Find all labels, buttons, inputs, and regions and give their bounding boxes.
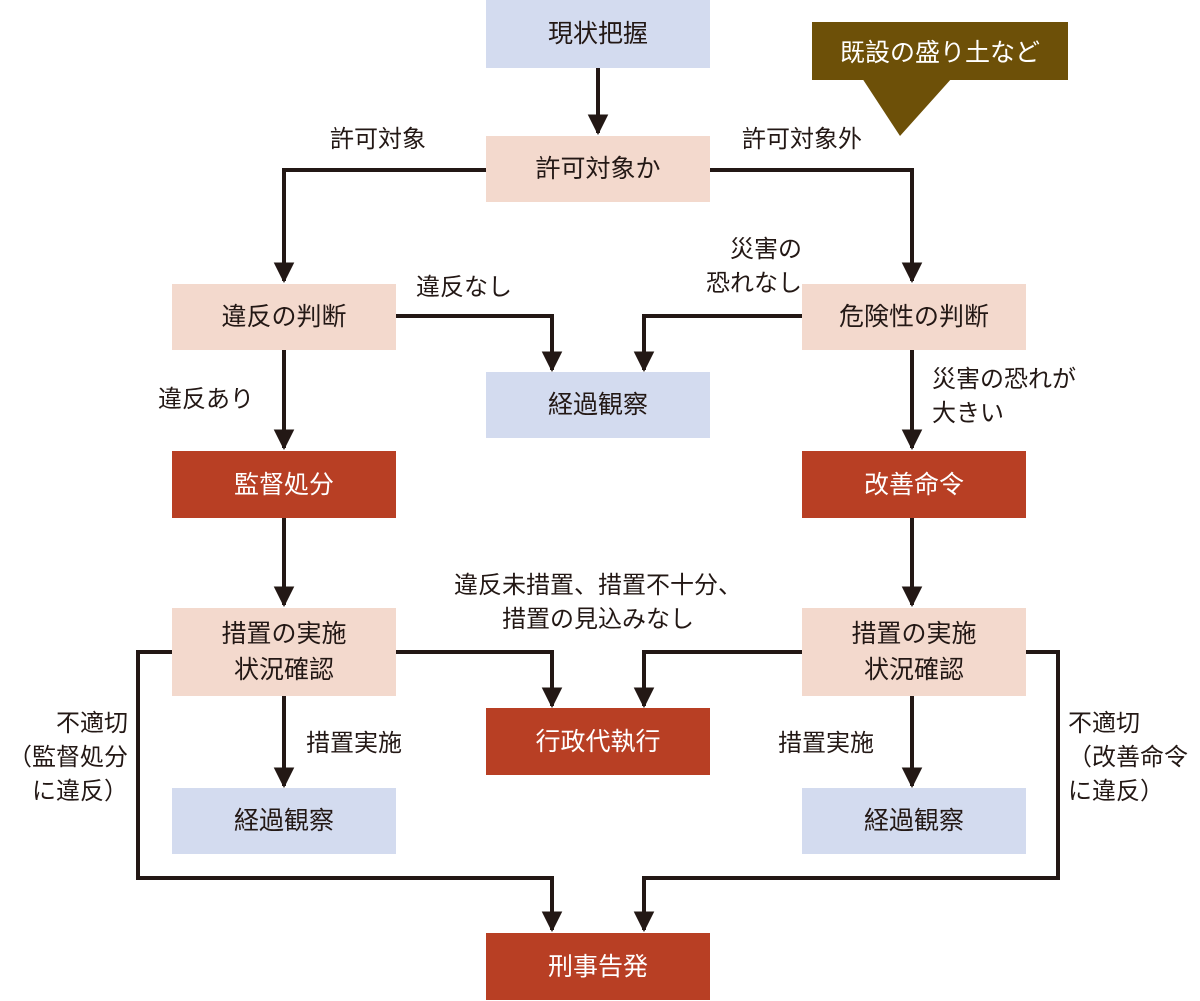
label-permit-target: 許可対象 bbox=[330, 125, 426, 153]
arrow-measures-left-to-execution bbox=[396, 650, 563, 709]
node-supervisory-action-label: 監督処分 bbox=[233, 469, 334, 499]
node-criminal-complaint-label: 刑事告発 bbox=[547, 951, 648, 981]
node-measures-left-line2: 状況確認 bbox=[233, 655, 334, 684]
label-high-danger-line1: 災害の恐れが bbox=[932, 365, 1076, 393]
arrow-inadequate-right bbox=[633, 650, 1060, 933]
label-inadequate-left-line2: （監督処分 bbox=[8, 743, 128, 771]
node-observe-right-label: 経過観察 bbox=[863, 806, 964, 835]
label-violation-found: 違反あり bbox=[158, 385, 254, 413]
node-criminal-complaint: 刑事告発 bbox=[486, 933, 710, 1000]
callout-existing-embankment: 既設の盛り土など bbox=[812, 22, 1068, 80]
label-not-permit-target: 許可対象外 bbox=[742, 125, 862, 153]
callout-pointer bbox=[862, 78, 952, 136]
node-improvement-order: 改善命令 bbox=[802, 451, 1026, 518]
node-danger-judgment: 危険性の判断 bbox=[802, 284, 1026, 350]
node-observe-center-label: 経過観察 bbox=[547, 390, 648, 419]
label-unaddressed: 違反未措置、措置不十分、 措置の見込みなし bbox=[398, 568, 798, 636]
arrow-permit-to-violation bbox=[273, 168, 486, 284]
node-measures-right: 措置の実施 状況確認 bbox=[802, 608, 1026, 696]
node-observe-left: 経過観察 bbox=[172, 788, 396, 854]
label-unaddressed-line1: 違反未措置、措置不十分、 bbox=[454, 571, 742, 599]
label-high-danger: 災害の恐れが 大きい bbox=[932, 362, 1076, 430]
label-inadequate-right: 不適切 （改善命令 に違反） bbox=[1068, 706, 1200, 808]
label-inadequate-left-line1: 不適切 bbox=[56, 709, 128, 737]
node-violation-judgment-label: 違反の判断 bbox=[221, 302, 347, 331]
node-status: 現状把握 bbox=[486, 0, 710, 68]
label-measures-done-right: 措置実施 bbox=[778, 729, 874, 757]
label-inadequate-right-line1: 不適切 bbox=[1068, 709, 1140, 737]
node-measures-left-line1: 措置の実施 bbox=[221, 619, 347, 648]
node-permit-check-label: 許可対象か bbox=[535, 154, 661, 183]
label-no-danger: 災害の 恐れなし bbox=[682, 232, 802, 300]
arrow-measures-right-to-execution bbox=[633, 650, 802, 709]
label-no-danger-line2: 恐れなし bbox=[706, 269, 802, 297]
node-measures-right-line2: 状況確認 bbox=[863, 655, 964, 684]
node-admin-execution-label: 行政代執行 bbox=[535, 726, 661, 756]
node-measures-right-line1: 措置の実施 bbox=[851, 619, 977, 648]
arrow-inadequate-left bbox=[136, 650, 563, 933]
label-inadequate-left-line3: に違反） bbox=[32, 777, 128, 805]
node-improvement-order-label: 改善命令 bbox=[863, 469, 964, 499]
arrow-danger-to-observe bbox=[633, 314, 802, 373]
label-inadequate-right-line3: に違反） bbox=[1068, 777, 1164, 805]
node-admin-execution: 行政代執行 bbox=[486, 708, 710, 775]
node-observe-center: 経過観察 bbox=[486, 372, 710, 438]
label-measures-done-left: 措置実施 bbox=[306, 729, 402, 757]
node-status-label: 現状把握 bbox=[547, 19, 648, 48]
arrow-permit-to-danger bbox=[710, 168, 923, 284]
label-high-danger-line2: 大きい bbox=[932, 399, 1004, 427]
label-no-danger-line1: 災害の bbox=[730, 235, 802, 263]
node-permit-check: 許可対象か bbox=[486, 136, 710, 202]
label-no-violation: 違反なし bbox=[416, 273, 512, 301]
node-observe-right: 経過観察 bbox=[802, 788, 1026, 854]
node-supervisory-action: 監督処分 bbox=[172, 451, 396, 518]
node-danger-judgment-label: 危険性の判断 bbox=[838, 302, 989, 331]
node-observe-left-label: 経過観察 bbox=[233, 806, 334, 835]
label-inadequate-right-line2: （改善命令 bbox=[1068, 743, 1188, 771]
node-violation-judgment: 違反の判断 bbox=[172, 284, 396, 350]
label-unaddressed-line2: 措置の見込みなし bbox=[502, 605, 694, 633]
node-measures-left: 措置の実施 状況確認 bbox=[172, 608, 396, 696]
arrow-violation-to-observe bbox=[396, 314, 563, 373]
label-inadequate-left: 不適切 （監督処分 に違反） bbox=[0, 706, 128, 808]
